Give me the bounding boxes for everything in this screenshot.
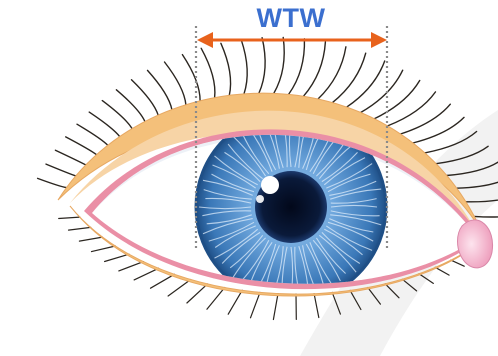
- eyelash: [69, 227, 91, 230]
- eyelash: [151, 274, 175, 288]
- eyelash: [119, 262, 144, 271]
- eyelash: [259, 38, 265, 93]
- caruncle: [458, 220, 493, 268]
- eyelash: [435, 267, 449, 275]
- eyelash: [79, 237, 102, 241]
- eyelash: [89, 112, 120, 137]
- eyelash: [182, 55, 200, 101]
- eyelash: [303, 42, 325, 96]
- eyelash: [132, 80, 159, 116]
- eyelash: [77, 124, 108, 145]
- eyelash: [59, 217, 80, 218]
- eyelash: [228, 290, 242, 314]
- eyelash: [274, 37, 284, 93]
- eyelash: [38, 178, 67, 187]
- eyelash: [168, 280, 191, 297]
- eyelash: [401, 104, 451, 134]
- eyelash: [221, 43, 231, 95]
- eyelash: [187, 284, 208, 303]
- eyelash: [207, 288, 225, 310]
- eyelash: [46, 164, 76, 176]
- eyelash: [92, 246, 116, 252]
- eyelash: [241, 40, 247, 94]
- eyelash: [66, 137, 97, 155]
- eyelash: [201, 48, 215, 97]
- eyelash: [251, 292, 261, 317]
- eye-highlight-small: [256, 195, 264, 203]
- wtw-label: WTW: [194, 1, 388, 35]
- eyelash: [134, 268, 159, 280]
- eyelash: [314, 294, 319, 318]
- eyelash: [451, 260, 464, 266]
- eyelash: [318, 47, 346, 99]
- eyelash: [116, 90, 144, 122]
- eyelash: [148, 70, 172, 109]
- eyelash: [413, 117, 464, 143]
- eyelash: [289, 39, 305, 95]
- eyelash: [388, 92, 436, 126]
- eyelash: [105, 254, 129, 261]
- eye-highlight: [261, 176, 279, 194]
- eyelash: [55, 150, 85, 165]
- eyelash: [273, 294, 278, 320]
